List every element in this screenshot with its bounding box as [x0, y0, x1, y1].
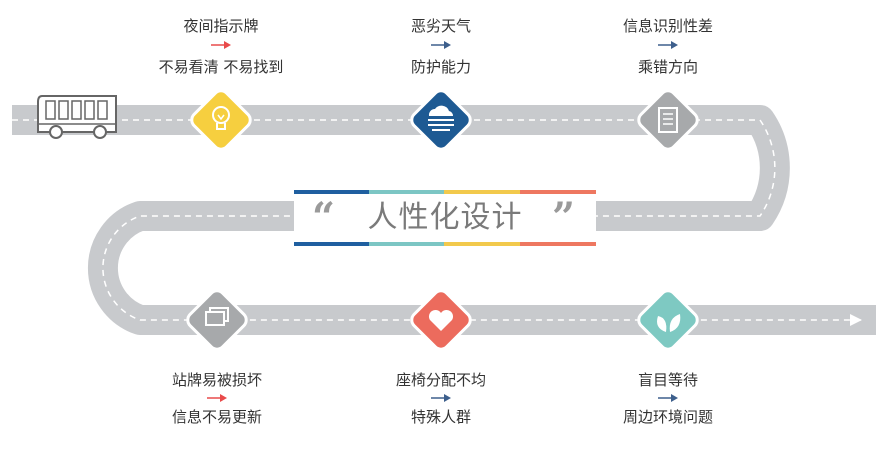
stop-1-effect: 不易看清 不易找到	[158, 58, 284, 76]
stop-1-lightbulb-icon	[190, 89, 252, 151]
stop-3-effect: 乘错方向	[637, 58, 698, 76]
stop-2-weather-cloud-icon	[410, 89, 472, 151]
stop-6-cause: 盲目等待	[637, 371, 698, 389]
close-quote: ”	[552, 194, 576, 241]
stop-4-screens-icon	[186, 289, 248, 351]
banner-stripes	[294, 190, 596, 246]
road-end-arrow	[850, 314, 862, 326]
stop-5-heart-icon	[410, 289, 472, 351]
stop-5-arrow	[431, 393, 451, 403]
stop-6-effect: 周边环境问题	[622, 408, 713, 426]
stop-5-effect: 特殊人群	[410, 408, 471, 426]
stop-2-arrow	[431, 40, 451, 50]
stop-3-arrow	[658, 40, 678, 50]
stop-6-leaf-icon	[637, 289, 699, 351]
stop-4-effect: 信息不易更新	[171, 408, 262, 426]
stop-4-cause: 站牌易被损坏	[171, 371, 262, 389]
open-quote: “	[312, 194, 336, 241]
banner-title: 人性化设计	[367, 200, 523, 235]
stop-3-cause: 信息识别性差	[622, 17, 713, 35]
stop-3-document-icon	[637, 89, 699, 151]
stop-1-cause: 夜间指示牌	[183, 17, 259, 35]
stop-6-arrow	[658, 393, 678, 403]
stop-5-cause: 座椅分配不均	[395, 371, 486, 389]
stop-2-effect: 防护能力	[410, 58, 471, 76]
stop-1-arrow	[211, 40, 231, 50]
stop-4-arrow	[207, 393, 227, 403]
bus-icon	[37, 95, 117, 139]
stop-2-cause: 恶劣天气	[410, 17, 471, 35]
